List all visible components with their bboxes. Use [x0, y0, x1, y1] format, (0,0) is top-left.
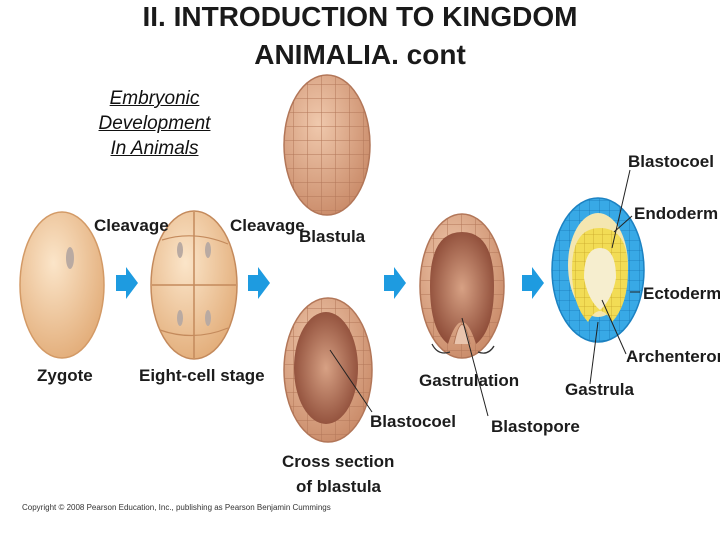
label-gastrula: Gastrula [565, 380, 635, 399]
copyright-notice: Copyright © 2008 Pearson Education, Inc.… [22, 503, 331, 512]
label-eight-cell-stage: Eight-cell stage [139, 366, 265, 385]
label-cleavage-1: Cleavage [94, 216, 169, 235]
side-caption-line-2: Development [98, 113, 211, 134]
leader-lines [329, 169, 640, 417]
arrow-right-icon [384, 267, 406, 299]
arrow-right-icon [248, 267, 270, 299]
label-zygote: Zygote [37, 366, 93, 385]
page-title-line-1: II. INTRODUCTION TO KINGDOM [142, 1, 578, 32]
side-caption-line-3: In Animals [110, 138, 199, 159]
label-ectoderm: Ectoderm [643, 284, 720, 303]
page-title-line-2: ANIMALIA. cont [254, 39, 466, 66]
label-blastula: Blastula [299, 227, 366, 246]
arrow-right-icon [116, 267, 138, 299]
label-blastocoel-cross-section: Blastocoel [370, 412, 456, 431]
label-archenteron: Archenteron [626, 347, 720, 366]
label-cleavage-2: Cleavage [230, 216, 305, 235]
label-endoderm: Endoderm [634, 204, 718, 223]
label-blastocoel-gastrula: Blastocoel [628, 152, 714, 171]
cross-section-blastula-illustration [283, 297, 373, 443]
label-cross-section-line-1: Cross section [282, 452, 394, 471]
blastula-illustration [283, 74, 371, 216]
zygote-illustration [19, 211, 105, 359]
gastrulation-illustration [419, 213, 505, 359]
arrow-right-icon [522, 267, 544, 299]
label-blastopore: Blastopore [491, 417, 580, 436]
label-cross-section-line-2: of blastula [296, 477, 382, 496]
gastrula-illustration [551, 197, 645, 343]
stage-arrows [116, 267, 544, 299]
side-caption-line-1: Embryonic [109, 88, 200, 109]
eight-cell-illustration [150, 210, 238, 360]
side-caption: Embryonic Development In Animals [72, 86, 237, 161]
label-gastrulation: Gastrulation [419, 371, 519, 390]
